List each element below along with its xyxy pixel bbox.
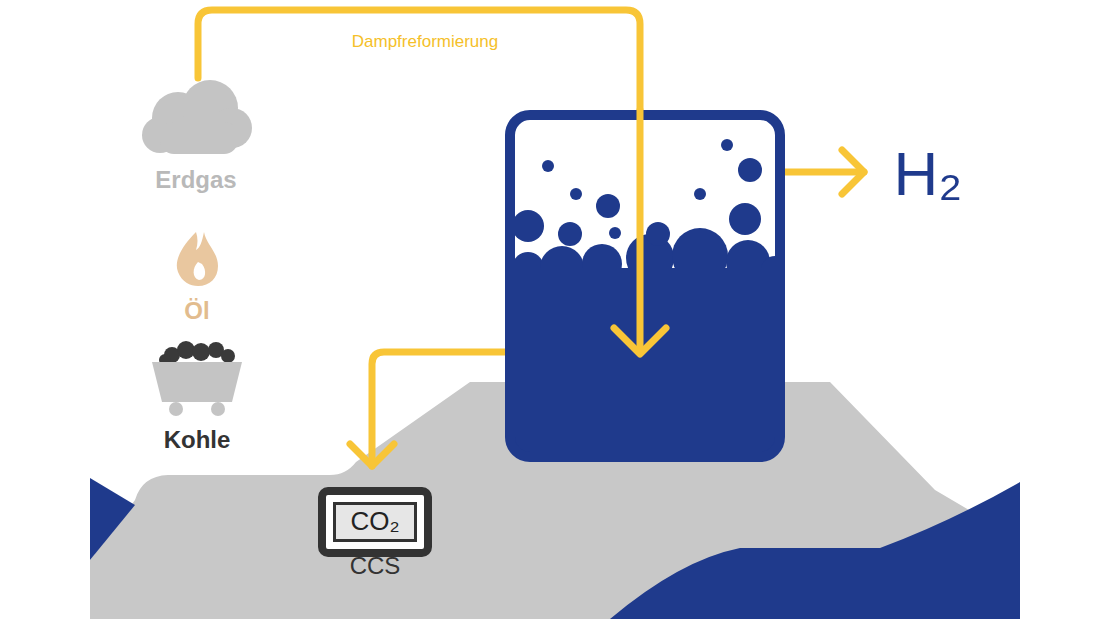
box-caption: CCS bbox=[350, 553, 401, 579]
cloud-icon bbox=[142, 80, 252, 154]
water-left bbox=[90, 478, 135, 560]
process-label: Dampfreformierung bbox=[352, 33, 498, 52]
source-label: Erdgas bbox=[155, 167, 236, 193]
box-text: CO₂ bbox=[333, 502, 417, 542]
flame-icon bbox=[177, 232, 218, 286]
reforming-arrow bbox=[614, 110, 666, 354]
coal-cart-icon bbox=[152, 341, 242, 416]
process-lines bbox=[198, 10, 864, 466]
product-label: H₂ bbox=[894, 140, 963, 208]
storage-box: CO₂CCS bbox=[318, 487, 432, 557]
source-label: Öl bbox=[184, 298, 209, 324]
source-label: Kohle bbox=[164, 427, 231, 453]
water-right bbox=[610, 482, 1020, 619]
reactor-tank bbox=[505, 115, 789, 463]
